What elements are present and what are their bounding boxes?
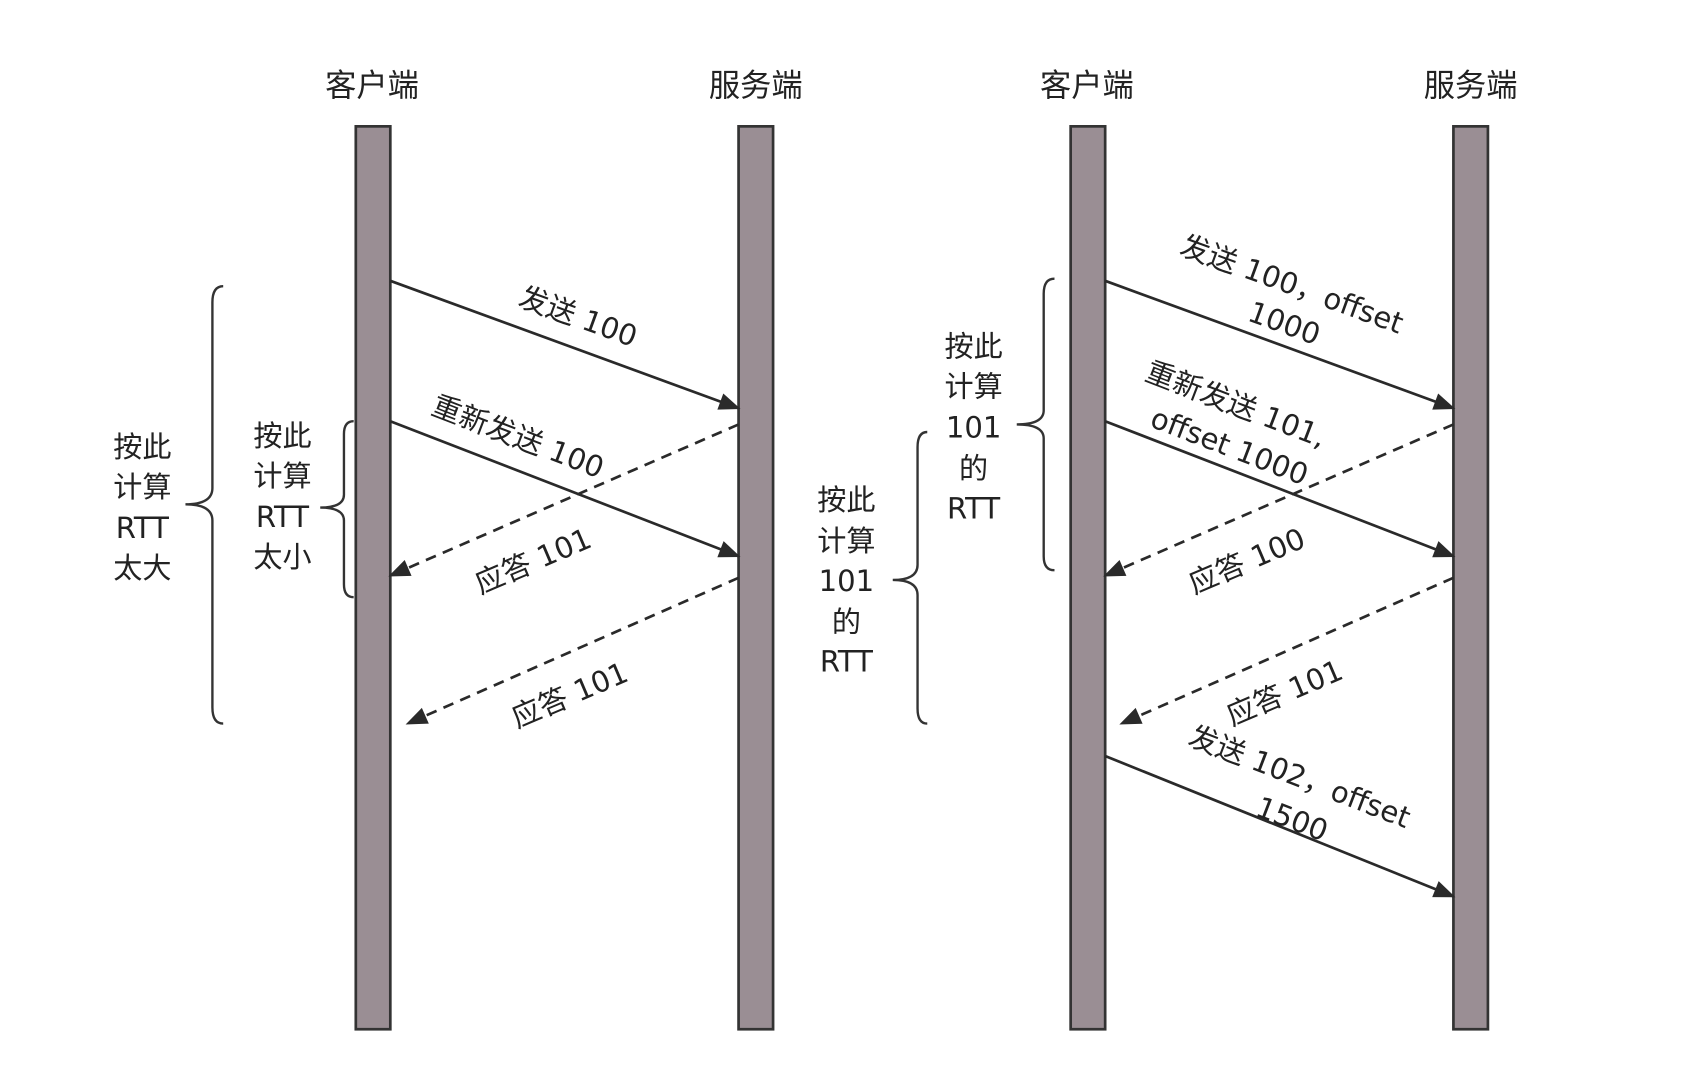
server-header: 服务端: [1424, 68, 1518, 104]
brace-lower: [892, 430, 928, 725]
note-line: 计算: [113, 470, 171, 504]
note-line: RTT: [947, 491, 1000, 525]
note-line: 计算: [253, 459, 311, 493]
brace-large: [185, 285, 224, 725]
note-line: RTT: [256, 500, 309, 534]
note-line: RTT: [116, 511, 169, 545]
server-lifeline: [1452, 125, 1490, 1031]
note-line: 太大: [113, 551, 171, 585]
client-lifeline: [1069, 125, 1107, 1031]
note-line: 的: [959, 451, 988, 485]
brace-upper: [1016, 277, 1055, 572]
client-header: 客户端: [1040, 68, 1134, 104]
message-arrow: [389, 419, 741, 558]
left-diagram: 客户端 服务端 发送 100 重新发送 100 应答 101 应答 101 按此…: [113, 68, 803, 1031]
message-arrow: [389, 279, 741, 410]
brace-upper-note: 按此 计算 101 的 RTT: [945, 329, 1003, 525]
reply-label: 应答 101: [470, 521, 597, 600]
server-header: 服务端: [709, 68, 803, 104]
reply-label: 应答 100: [1184, 521, 1311, 600]
note-line: 按此: [817, 483, 875, 517]
brace-small-note: 按此 计算 RTT 太小: [253, 419, 311, 574]
client-header: 客户端: [325, 68, 419, 104]
reply-arrow: [388, 423, 740, 577]
brace-large-note: 按此 计算 RTT 太大: [113, 430, 171, 585]
reply-label: 应答 101: [506, 655, 633, 734]
server-lifeline: [737, 125, 775, 1031]
right-diagram: 客户端 服务端 发送 100，offset 1000 重新发送 101, off…: [817, 68, 1518, 1031]
note-line: 计算: [945, 369, 1003, 403]
message-arrow: [1104, 754, 1456, 898]
note-line: 的: [832, 605, 861, 639]
note-line: 按此: [945, 329, 1003, 363]
reply-label: 应答 101: [1221, 653, 1348, 732]
note-line: 计算: [817, 524, 875, 558]
note-line: 太小: [253, 540, 311, 574]
note-line: 按此: [113, 430, 171, 464]
reply-arrow: [1119, 576, 1454, 725]
brace-lower-note: 按此 计算 101 的 RTT: [817, 483, 875, 679]
brace-small: [320, 420, 354, 599]
reply-arrow: [1103, 423, 1454, 577]
note-line: 101: [946, 410, 1002, 444]
message-label: 发送 100: [514, 280, 641, 354]
note-line: RTT: [820, 645, 873, 679]
message-arrow: [1104, 279, 1456, 410]
client-lifeline: [354, 125, 392, 1031]
message-arrow: [1104, 419, 1456, 558]
note-line: 按此: [253, 419, 311, 453]
note-line: 101: [819, 564, 875, 598]
reply-arrow: [405, 576, 740, 725]
